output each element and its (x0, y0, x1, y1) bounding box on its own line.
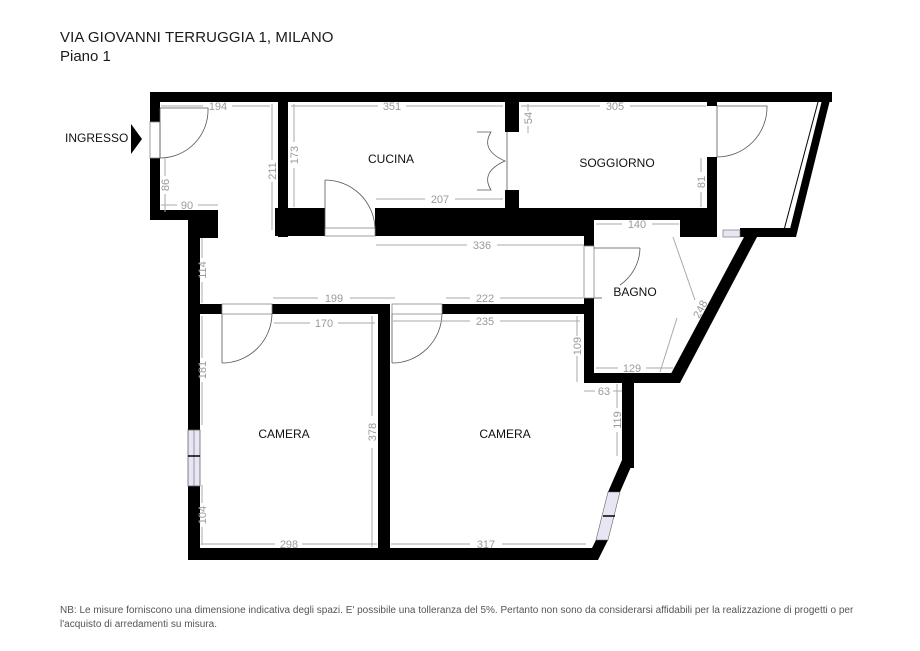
dim-ingresso-bottom: 90 (181, 200, 193, 212)
dim-corridor-height: 114 (197, 261, 209, 279)
room-label-soggiorno: SOGGIORNO (579, 156, 654, 170)
dimension-lines (161, 104, 706, 547)
dim-cucina-height: 173 (289, 146, 301, 164)
dim-soggiorno-side-top: 54 (523, 112, 535, 124)
floor-plan: 194 351 305 86 90 211 173 207 54 81 336 … (65, 92, 832, 560)
dim-camera2-side2: 119 (612, 411, 624, 429)
balcony-door[interactable] (716, 105, 768, 158)
dim-camera2-notch: 63 (598, 386, 610, 398)
kitchen-double-door[interactable] (477, 131, 508, 191)
bedroom1-door[interactable] (221, 303, 273, 364)
dim-cucina-bottom: 207 (431, 194, 449, 206)
disclaimer-note: NB: Le misure forniscono una dimensione … (60, 605, 854, 630)
kitchen-door[interactable] (324, 179, 376, 237)
room-label-cucina: CUCINA (368, 152, 414, 166)
dim-ingresso-side: 86 (160, 179, 172, 191)
dim-soggiorno-width: 305 (606, 101, 624, 113)
bathroom-door[interactable] (583, 245, 641, 299)
dim-bagno-bottom: 129 (623, 363, 641, 375)
dim-corridor-length: 336 (473, 240, 491, 252)
dim-hall-height: 211 (267, 162, 279, 180)
dim-ingresso-width: 194 (209, 101, 227, 113)
dim-camera1-side-bottom: 104 (197, 506, 209, 524)
room-label-camera-2: CAMERA (479, 427, 530, 441)
entrance-door[interactable] (149, 107, 209, 159)
dim-camera2-bottom: 317 (477, 539, 495, 551)
floor-label: Piano 1 (60, 48, 111, 65)
dim-camera1-side-top: 181 (197, 361, 209, 379)
doors (149, 105, 768, 364)
dim-corridor-right: 222 (476, 293, 494, 305)
dim-camera1-height: 378 (367, 423, 379, 441)
dim-cucina-width: 351 (383, 101, 401, 113)
dim-camera2-side: 109 (572, 337, 584, 355)
dim-bagno-top: 140 (628, 219, 646, 231)
address-title: VIA GIOVANNI TERRUGGIA 1, MILANO (60, 29, 334, 46)
dim-camera1-bottom: 298 (280, 539, 298, 551)
room-label-bagno: BAGNO (613, 285, 656, 299)
windows (187, 229, 741, 541)
balcony-railing (783, 101, 819, 231)
dim-camera1-width: 170 (315, 318, 333, 330)
room-label-camera-1: CAMERA (258, 427, 309, 441)
entrance-label: INGRESSO (65, 131, 128, 145)
dim-camera2-width: 235 (476, 316, 494, 328)
dim-soggiorno-side: 81 (696, 176, 708, 188)
bedroom2-door[interactable] (391, 303, 443, 364)
dim-corridor-left: 199 (325, 293, 343, 305)
arrow-right-icon (131, 124, 142, 154)
walls (150, 92, 832, 560)
